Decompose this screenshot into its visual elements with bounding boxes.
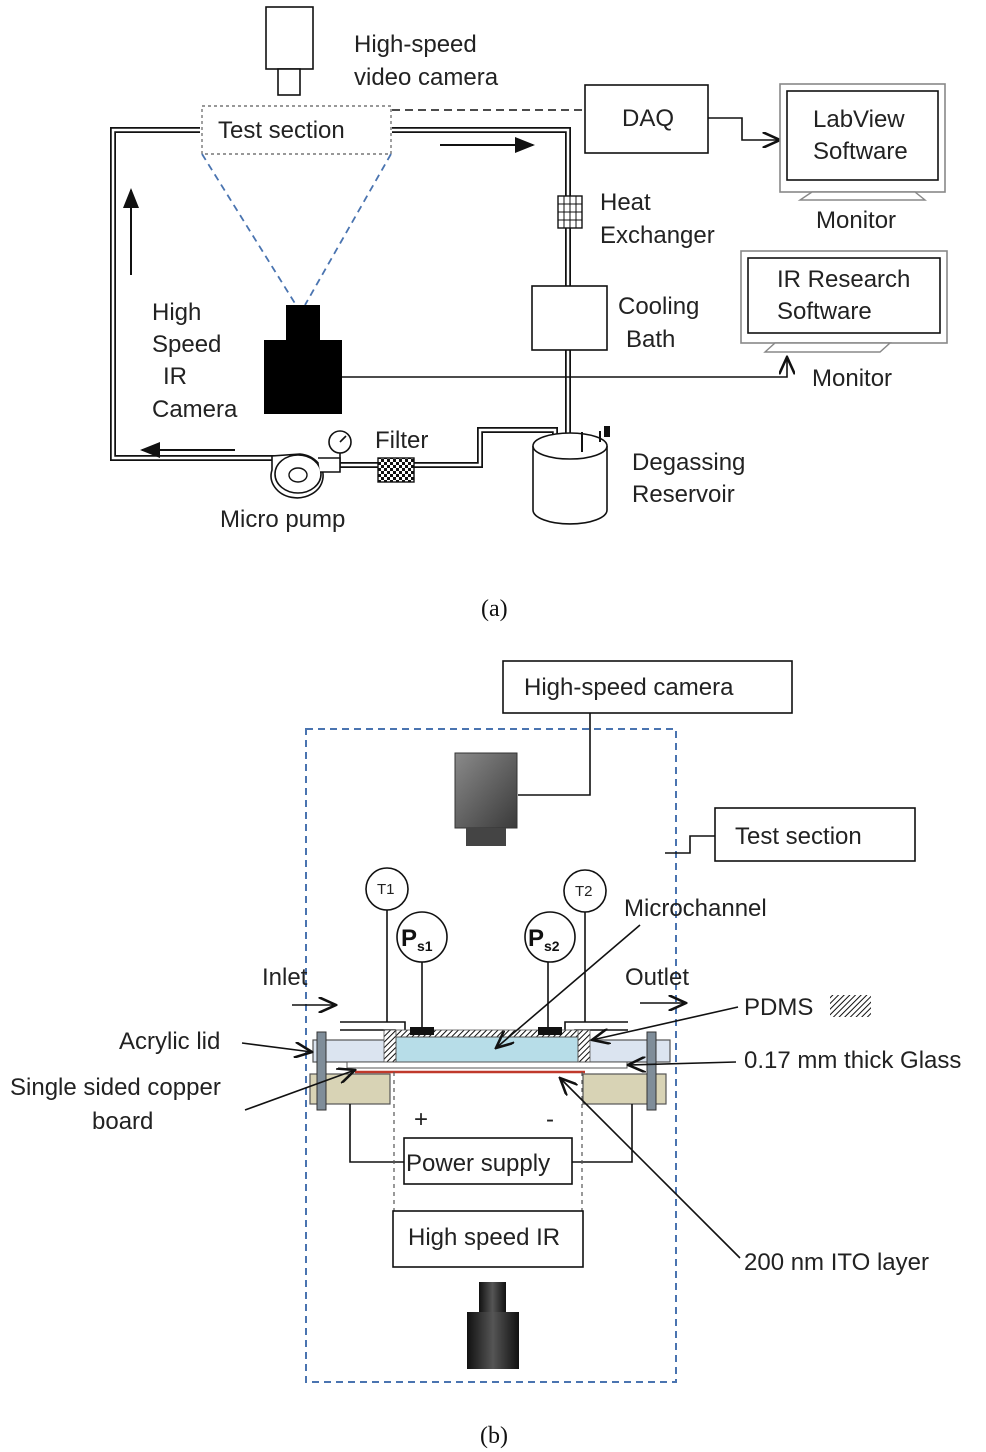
test-section-box xyxy=(201,105,392,155)
high-speed-camera-icon xyxy=(454,752,518,846)
bolt-right xyxy=(646,1031,657,1111)
glass-label: 0.17 mm thick Glass xyxy=(744,1047,961,1074)
heat-exchanger-icon xyxy=(557,195,583,229)
ir-view-cone xyxy=(201,153,392,306)
video-camera-label-1: High-speed xyxy=(354,31,477,58)
pdms-wall-right xyxy=(577,1029,591,1065)
pressure-gauge-icon xyxy=(328,430,352,467)
ir-camera-label-4: Camera xyxy=(152,396,238,423)
pump-label: Micro pump xyxy=(220,506,345,533)
ito-label: 200 nm ITO layer xyxy=(744,1249,929,1276)
pdms-leader xyxy=(592,1006,739,1040)
microchannel-body xyxy=(395,1036,579,1063)
reservoir-label-2: Reservoir xyxy=(632,481,735,508)
bolt-left xyxy=(316,1031,327,1111)
outlet-label: Outlet xyxy=(625,964,689,991)
filter-icon xyxy=(377,457,415,483)
power-wire-left xyxy=(349,1104,404,1163)
t2-label: T2 xyxy=(575,883,593,900)
ir-software-label-2: Software xyxy=(777,298,872,325)
cooling-bath-label-1: Cooling xyxy=(618,293,699,320)
microchannel-label: Microchannel xyxy=(624,895,767,922)
monitor-label-1: Monitor xyxy=(816,207,896,234)
power-supply-box xyxy=(403,1137,573,1185)
micro-pump-icon xyxy=(270,453,341,499)
labview-label-2: Software xyxy=(813,138,908,165)
glass-layer xyxy=(346,1061,628,1069)
reservoir-label-1: Degassing xyxy=(632,449,745,476)
power-supply-label: Power supply xyxy=(406,1150,550,1177)
ir-camera-label-3: IR xyxy=(163,363,187,390)
daq-label: DAQ xyxy=(622,105,674,132)
cooling-bath-box xyxy=(531,285,608,351)
test-section-label-box xyxy=(714,807,916,862)
flow-loop-pipe xyxy=(110,127,571,468)
t2-circle xyxy=(563,869,607,913)
labview-label-1: LabView xyxy=(813,106,905,133)
pdms-label: PDMS xyxy=(744,994,813,1021)
ir-to-monitor-arrow xyxy=(342,357,787,378)
t1-label: T1 xyxy=(377,881,395,898)
acrylic-lid-label: Acrylic lid xyxy=(119,1028,220,1055)
acrylic-lid-leader xyxy=(241,1043,312,1052)
ps2-label: Ps2 xyxy=(528,925,560,954)
ps2-circle xyxy=(524,911,576,963)
caption-b: (b) xyxy=(480,1423,508,1449)
test-section-connector xyxy=(665,835,715,854)
pdms-swatch xyxy=(830,995,871,1017)
minus-sign: - xyxy=(546,1106,554,1133)
heat-exchanger-label-2: Exchanger xyxy=(600,222,715,249)
video-camera-label-2: video camera xyxy=(354,64,499,91)
high-speed-ir-label: High speed IR xyxy=(408,1224,560,1251)
degassing-reservoir-icon xyxy=(532,426,610,525)
ir-camera-label-2: Speed xyxy=(152,331,221,358)
caption-a: (a) xyxy=(481,596,508,622)
heat-exchanger-label-1: Heat xyxy=(600,189,651,216)
ps2-port xyxy=(538,1027,562,1035)
high-speed-ir-box xyxy=(392,1210,584,1268)
ps1-port xyxy=(410,1027,434,1035)
video-camera-icon xyxy=(265,6,314,96)
copper-board-label-1: Single sided copper xyxy=(10,1074,221,1101)
camera-connector-line xyxy=(518,713,591,796)
daq-box xyxy=(584,84,709,154)
copper-board-label-2: board xyxy=(92,1108,153,1135)
panel-b: High-speed camera Test section T1 T2 Ps1… xyxy=(10,660,961,1449)
high-speed-camera-label-box xyxy=(502,660,793,714)
ir-camera-icon xyxy=(264,305,342,414)
t1-circle xyxy=(365,867,409,911)
glass-leader xyxy=(628,1062,737,1065)
ps1-circle xyxy=(396,911,448,963)
test-section-label: Test section xyxy=(218,117,345,144)
ir-camera-label-1: High xyxy=(152,299,201,326)
ir-software-label-1: IR Research xyxy=(777,266,910,293)
acrylic-lid-right xyxy=(582,1039,671,1063)
pdms-wall-left xyxy=(383,1029,397,1065)
power-wire-right xyxy=(572,1104,633,1163)
plus-sign: + xyxy=(414,1106,428,1133)
daq-to-monitor-arrow xyxy=(708,117,780,140)
copper-board-leader xyxy=(244,1070,355,1111)
labview-monitor-icon xyxy=(779,83,946,201)
microchannel-leader xyxy=(496,924,641,1048)
device-stack xyxy=(309,1027,671,1111)
high-speed-camera-label: High-speed camera xyxy=(524,674,734,701)
ir-camera-b-icon xyxy=(467,1282,519,1369)
panel-a: High-speed video camera Test section DAQ… xyxy=(110,6,948,622)
ps1-label: Ps1 xyxy=(401,925,433,954)
test-section-label-b: Test section xyxy=(735,823,862,850)
inlet-label: Inlet xyxy=(262,964,308,991)
cooling-bath-label-2: Bath xyxy=(626,326,675,353)
monitor-label-2: Monitor xyxy=(812,365,892,392)
ito-leader xyxy=(560,1078,741,1259)
ir-monitor-icon xyxy=(740,250,948,353)
filter-label: Filter xyxy=(375,427,428,454)
